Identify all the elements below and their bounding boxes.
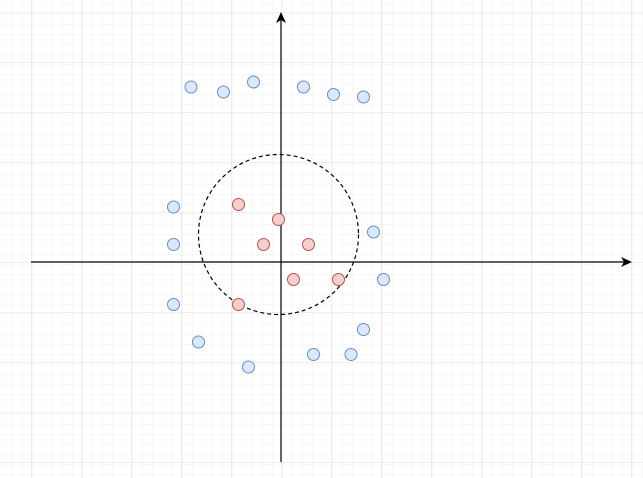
outer-class-point	[357, 323, 370, 336]
outer-class-point	[167, 200, 180, 214]
outer-class-point	[344, 348, 358, 361]
outer-class-point	[377, 273, 390, 286]
outer-class-point	[307, 348, 320, 361]
outer-class-point	[297, 80, 310, 94]
outer-class-point	[327, 88, 340, 101]
outer-class-point	[217, 85, 230, 99]
outer-class-point	[357, 90, 370, 104]
outer-class-point	[242, 360, 255, 374]
outer-class-point	[184, 80, 198, 94]
inner-class-point	[257, 238, 270, 251]
data-points	[167, 75, 390, 374]
boundary-circle	[197, 153, 360, 316]
inner-class-point	[232, 198, 245, 211]
outer-class-point	[247, 75, 260, 89]
inner-class-point	[287, 273, 300, 286]
outer-class-point	[167, 238, 180, 251]
inner-class-point	[332, 273, 345, 286]
x-axis-arrowhead	[621, 257, 632, 267]
decision-boundary	[197, 153, 360, 316]
inner-class-point	[272, 213, 285, 226]
outer-class-point	[192, 335, 205, 349]
y-axis-arrowhead	[276, 12, 286, 23]
outer-class-point	[367, 225, 380, 239]
outer-class-point	[167, 298, 180, 311]
inner-class-point	[232, 298, 245, 311]
inner-class-point	[302, 238, 315, 251]
axes	[31, 12, 632, 462]
